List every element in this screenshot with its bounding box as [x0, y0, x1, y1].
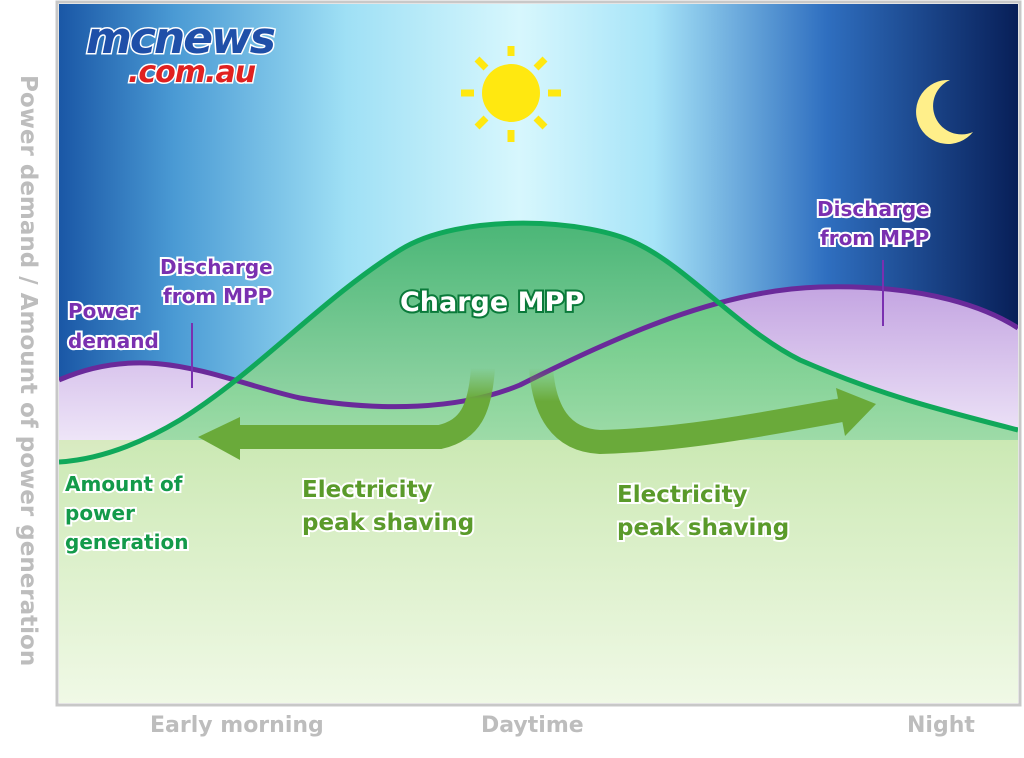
svg-text:power: power [65, 501, 135, 525]
svg-text:Amount of: Amount of [65, 472, 183, 496]
x-tick-daytime: Daytime [481, 713, 584, 738]
x-tick-early-morning: Early morning [150, 713, 324, 738]
x-tick-night: Night [907, 713, 975, 738]
logo-domain: .com.au [128, 55, 256, 90]
svg-text:Electricity: Electricity [617, 482, 748, 508]
svg-text:Discharge: Discharge [160, 255, 273, 279]
svg-text:from MPP: from MPP [820, 226, 929, 250]
logo-mcnews: mcnews [86, 13, 275, 64]
moon-icon [916, 79, 973, 144]
peak-shaving-arrow-right-head [836, 388, 876, 436]
generation-curve [59, 220, 1018, 465]
svg-text:Electricity: Electricity [302, 477, 433, 503]
discharge-left-label: Discharge from MPP [158, 253, 275, 310]
charge-mpp-label: Charge MPP [400, 287, 584, 318]
svg-text:Power: Power [68, 299, 138, 323]
ground-overlay [59, 440, 1018, 703]
sun-icon [461, 46, 561, 142]
power-demand-label: Power demand [66, 297, 161, 355]
svg-text:demand: demand [68, 329, 159, 353]
demand-curve [59, 284, 1018, 410]
svg-text:peak shaving: peak shaving [302, 510, 474, 536]
generation-label: Amount of power generation [63, 470, 190, 556]
peak-shaving-arrow-left-head [198, 417, 240, 460]
discharge-right-label: Discharge from MPP [815, 195, 932, 252]
peak-shaving-arrow-left-shaft [236, 367, 495, 449]
y-axis-label: Power demand / Amount of power generatio… [15, 75, 41, 667]
svg-text:peak shaving: peak shaving [617, 515, 789, 541]
peak-shaving-left-label: Electricity peak shaving [300, 475, 476, 538]
svg-text:generation: generation [65, 530, 188, 554]
svg-text:Discharge: Discharge [817, 197, 930, 221]
peak-shaving-arrow-right-shaft [529, 366, 845, 455]
svg-text:from MPP: from MPP [163, 284, 272, 308]
peak-shaving-right-label: Electricity peak shaving [615, 480, 791, 543]
logo: mcnews .com.au [85, 12, 279, 92]
